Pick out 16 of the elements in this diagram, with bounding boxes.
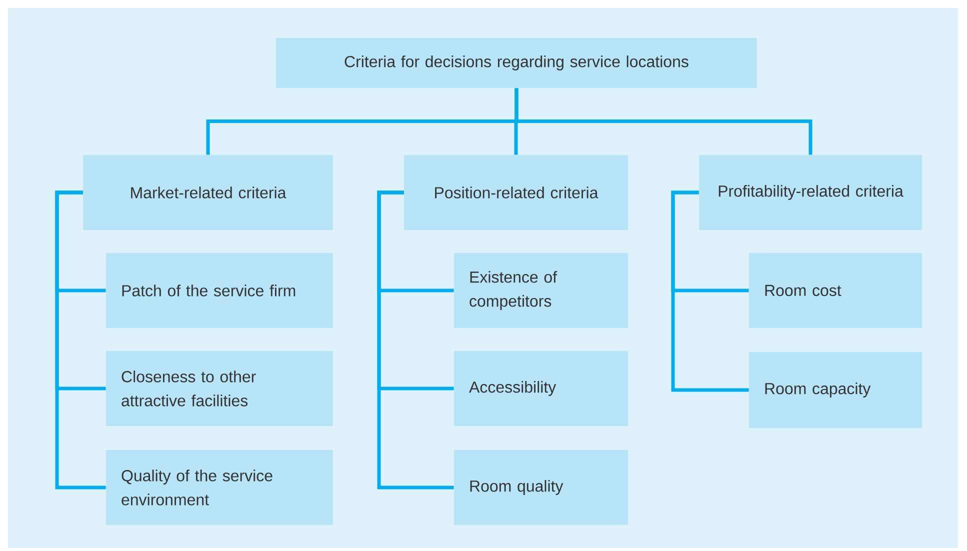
heading-box: Criteria for decisions regarding service locations	[276, 38, 757, 88]
criterion-box: Existence of competitors	[454, 253, 628, 328]
category-box: Market-related criteria	[83, 155, 333, 230]
connector-line	[377, 190, 454, 490]
criterion-box: Room quality	[454, 450, 628, 525]
criterion-box: Closeness to other attractive facilities	[106, 350, 333, 426]
criterion-box: Room capacity	[749, 352, 922, 428]
category-box: Position-related criteria	[404, 155, 628, 230]
criterion-box: Patch of the service firm	[106, 253, 333, 328]
criterion-box: Accessibility	[454, 350, 628, 426]
criterion-box: Room cost	[749, 253, 922, 328]
criterion-box: Quality of the service environment	[106, 450, 333, 525]
connector-line	[55, 190, 106, 490]
connector-line	[514, 88, 812, 155]
category-box: Profitability-related criteria	[699, 155, 922, 230]
connector-line	[671, 190, 749, 392]
